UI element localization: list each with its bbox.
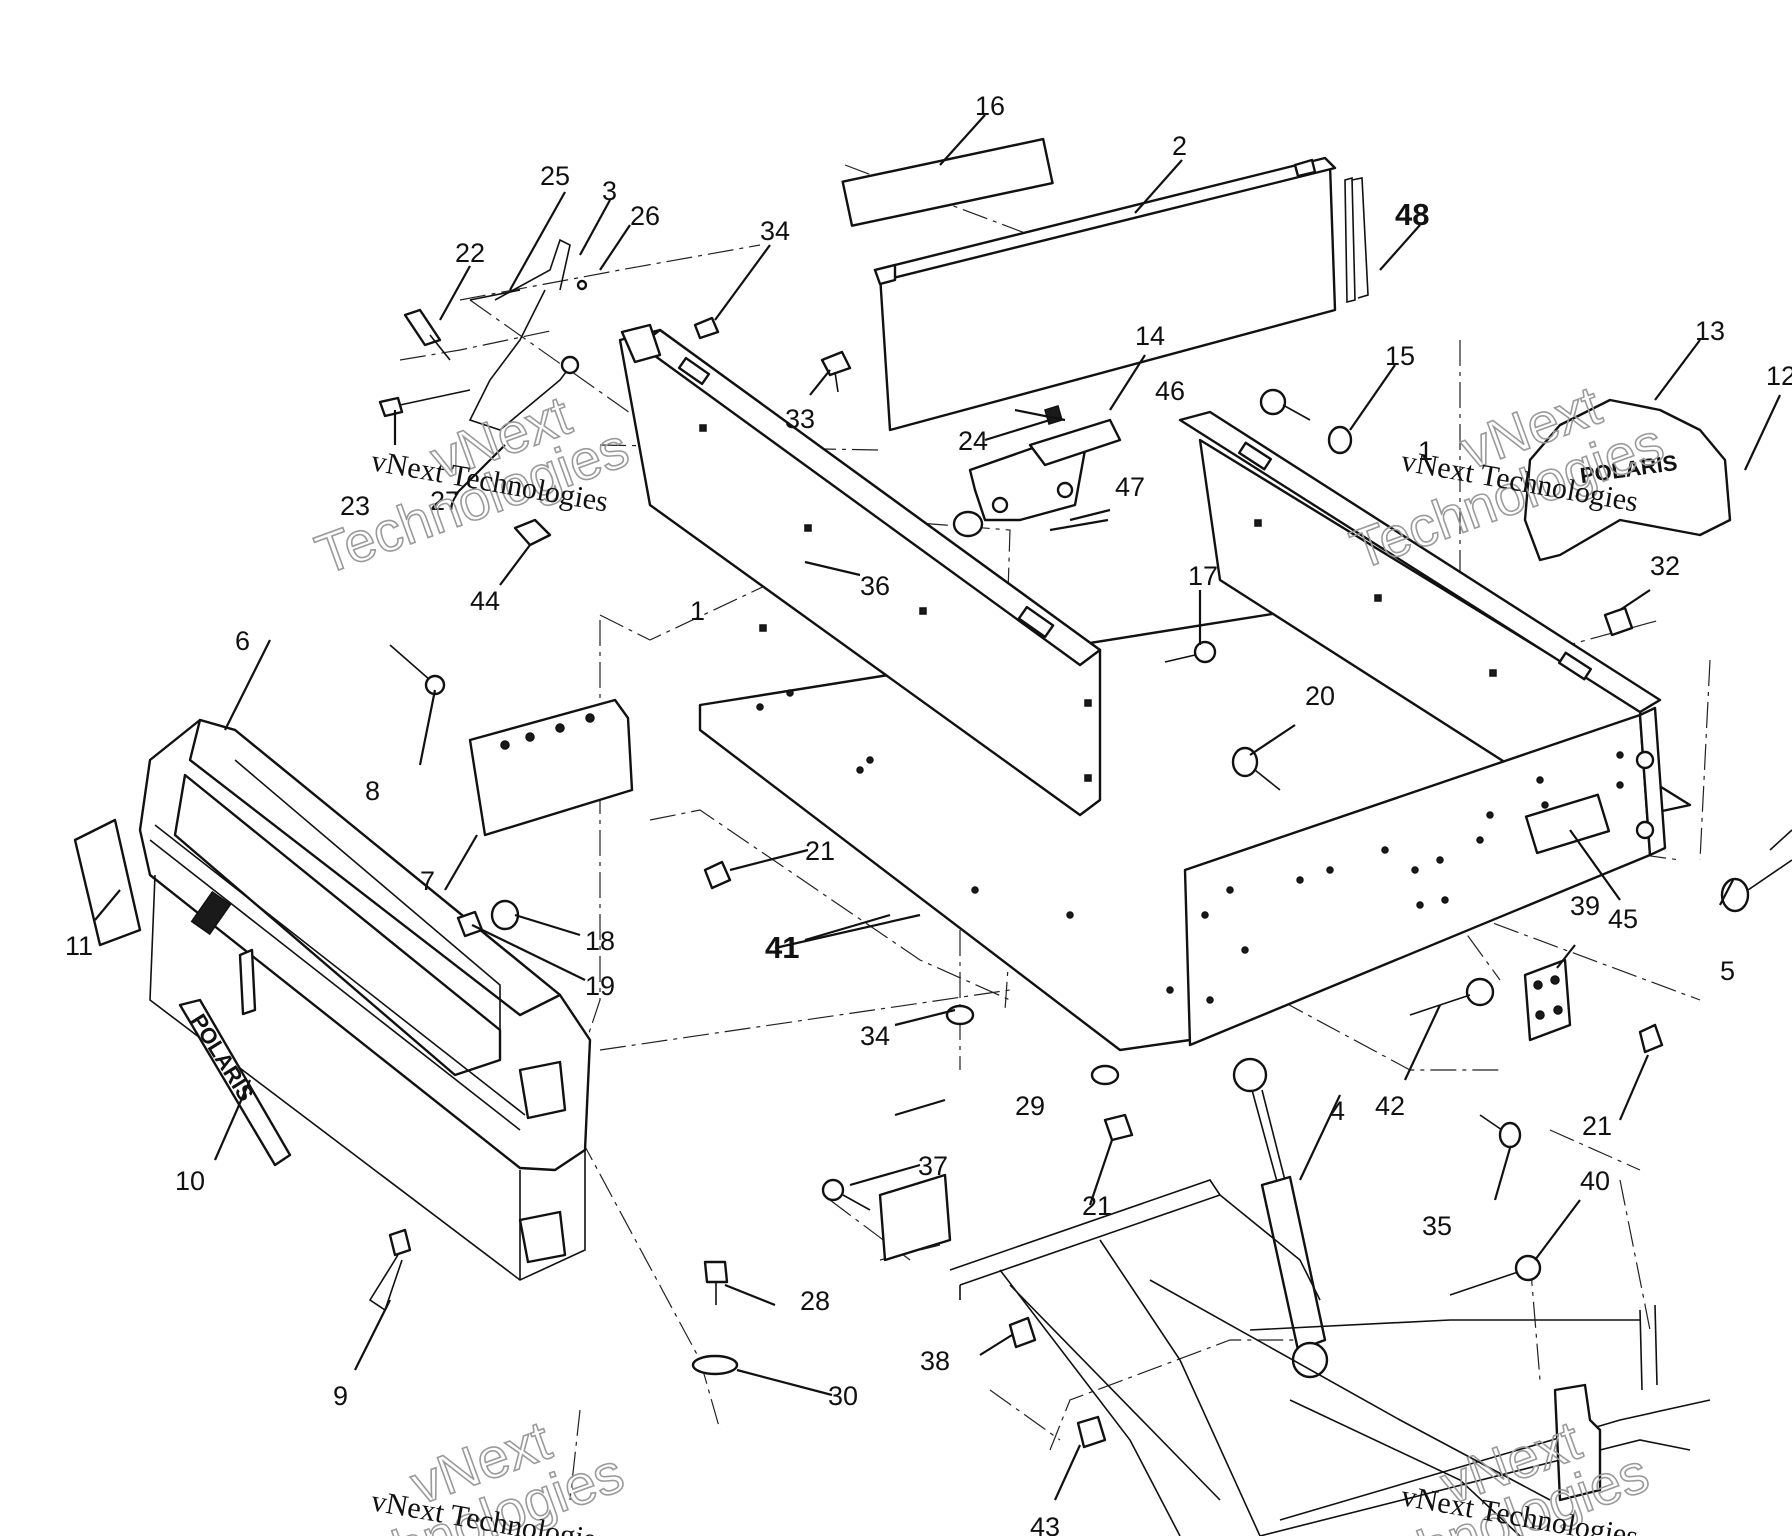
callout-1-right: 1 (1418, 436, 1433, 466)
callout-23: 23 (340, 491, 370, 521)
callout-16: 16 (975, 91, 1005, 121)
decal-logo-text: POLARIS (186, 1009, 259, 1105)
callout-5: 5 (1720, 956, 1735, 986)
fender-cover: POLARIS (1523, 398, 1732, 562)
callout-47: 47 (1115, 472, 1145, 502)
callout-12: 12 (1766, 361, 1792, 391)
callout-11: 11 (65, 931, 93, 961)
tailgate-panel (1183, 706, 1667, 1047)
latch-bracket (968, 405, 1122, 522)
callout-43: 43 (1030, 1512, 1060, 1536)
callout-8: 8 (365, 776, 380, 806)
callout-21-a: 21 (805, 836, 835, 866)
callout-39: 39 (1570, 891, 1600, 921)
callout-45: 45 (1608, 904, 1638, 934)
callout-6: 6 (235, 626, 250, 656)
callout-38: 38 (920, 1346, 950, 1376)
callout-29: 29 (1015, 1091, 1045, 1121)
callout-18: 18 (585, 926, 615, 956)
callout-19: 19 (585, 971, 615, 1001)
callout-44: 44 (470, 586, 500, 616)
watermark-bottom-left: vNext Technologies vNext Technologies (302, 1407, 632, 1536)
callout-15: 15 (1385, 341, 1415, 371)
label-11 (73, 818, 142, 947)
callout-14: 14 (1135, 321, 1165, 351)
callout-26: 26 (630, 201, 660, 231)
callout-42: 42 (1375, 1091, 1405, 1121)
mount-plate (468, 698, 634, 837)
callout-30: 30 (828, 1381, 858, 1411)
callout-34-bottom: 34 (860, 1021, 890, 1051)
callout-1-left: 1 (690, 596, 705, 626)
callout-7: 7 (420, 866, 435, 896)
callout-21-c: 21 (1582, 1111, 1612, 1141)
callout-13: 13 (1695, 316, 1725, 346)
callout-20: 20 (1305, 681, 1335, 711)
callout-41: 41 (765, 930, 799, 965)
callout-40: 40 (1580, 1166, 1610, 1196)
callout-37: 37 (918, 1151, 948, 1181)
callout-48: 48 (1395, 197, 1429, 232)
callout-36: 36 (860, 571, 890, 601)
polaris-decal: POLARIS (178, 998, 292, 1167)
callout-4: 4 (1330, 1096, 1345, 1126)
callout-labels: 1 1 2 3 4 5 6 7 8 9 10 11 12 13 14 15 16… (65, 91, 1792, 1536)
callout-21-b: 21 (1082, 1191, 1112, 1221)
callout-17: 17 (1188, 561, 1218, 591)
callout-2: 2 (1172, 131, 1187, 161)
decal-strip (841, 137, 1054, 227)
shock-absorber (1232, 1057, 1329, 1379)
hinge-plate-39 (1523, 958, 1572, 1042)
callout-32: 32 (1650, 551, 1680, 581)
watermark-bottom-right: vNext Technologies vNext Technologies (1327, 1407, 1657, 1536)
chassis-frame (949, 1179, 1711, 1536)
seat-back-cushion (138, 718, 592, 1281)
callout-27: 27 (430, 486, 460, 516)
watermark-top-left: vNext Technologies vNext Technologies (307, 382, 637, 587)
callout-10: 10 (175, 1166, 205, 1196)
callout-9: 9 (333, 1381, 348, 1411)
callout-22: 22 (455, 238, 485, 268)
front-panel (873, 156, 1356, 432)
callout-33: 33 (785, 404, 815, 434)
callout-25: 25 (540, 161, 570, 191)
left-side-wall (618, 323, 1102, 817)
callout-46: 46 (1155, 376, 1185, 406)
callout-35: 35 (1422, 1211, 1452, 1241)
callout-24: 24 (958, 426, 988, 456)
callout-28: 28 (800, 1286, 830, 1316)
callout-34-top: 34 (760, 216, 790, 246)
callout-3: 3 (602, 176, 617, 206)
leader-lines (94, 114, 1781, 1501)
